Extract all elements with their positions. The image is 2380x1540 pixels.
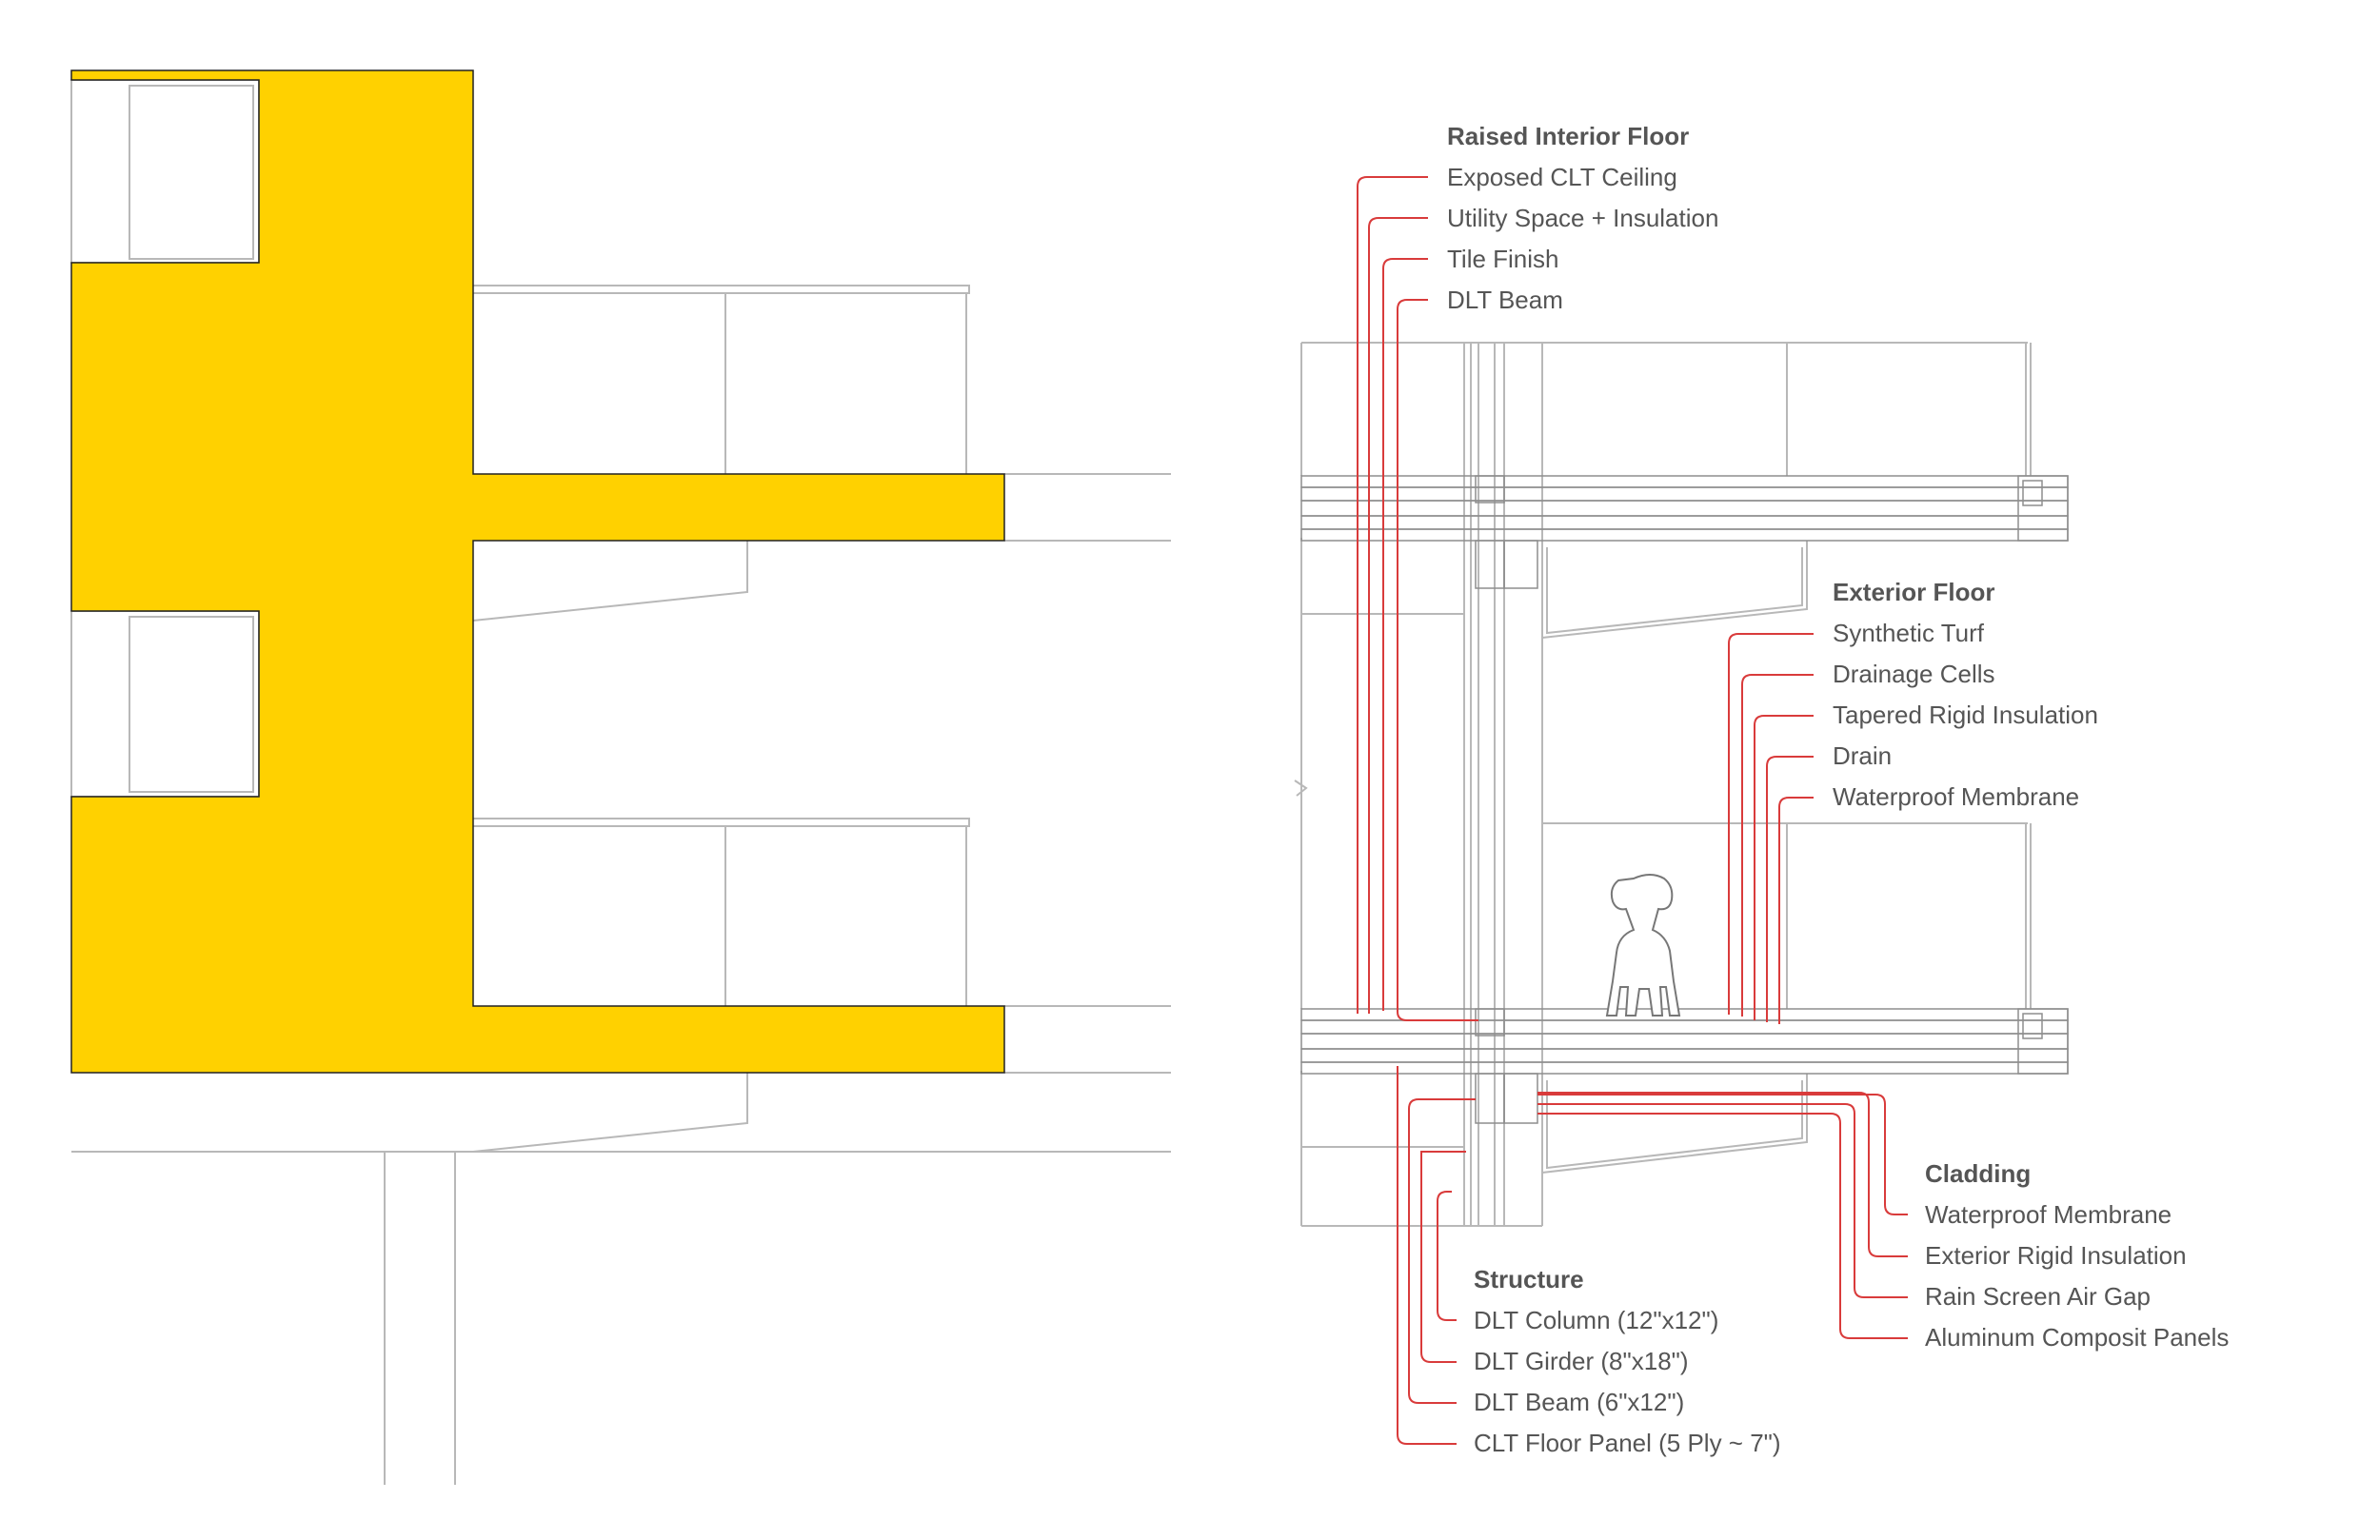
section-linework <box>1294 342 2032 1227</box>
yellow-facade-mass <box>70 69 1005 1074</box>
label-waterproof-membrane-cladding: Waterproof Membrane <box>1925 1200 2172 1229</box>
raised-interior-floor-heading: Raised Interior Floor <box>1447 122 1690 150</box>
raised-interior-floor-labels: Raised Interior Floor Exposed CLT Ceilin… <box>1447 116 1718 321</box>
exterior-floor-labels: Exterior Floor Synthetic Turf Drainage C… <box>1833 572 2098 818</box>
label-rain-screen-air-gap: Rain Screen Air Gap <box>1925 1282 2152 1311</box>
label-tapered-rigid-insulation: Tapered Rigid Insulation <box>1833 701 2098 729</box>
label-drainage-cells: Drainage Cells <box>1833 660 1995 688</box>
label-drain: Drain <box>1833 741 1893 770</box>
label-dlt-column: DLT Column (12"x12") <box>1474 1306 1719 1334</box>
label-aluminum-composit-panels: Aluminum Composit Panels <box>1925 1323 2230 1352</box>
leader-lines <box>1357 176 1908 1445</box>
structure-heading: Structure <box>1474 1265 1584 1293</box>
label-waterproof-membrane-floor: Waterproof Membrane <box>1833 782 2080 811</box>
label-tile-finish: Tile Finish <box>1447 245 1559 273</box>
elevation-diagram <box>70 69 1171 1485</box>
cladding-labels: Cladding Waterproof Membrane Exterior Ri… <box>1925 1154 2229 1358</box>
elevation-linework <box>70 79 1171 1485</box>
label-dlt-girder: DLT Girder (8"x18") <box>1474 1347 1689 1375</box>
dog-silhouette-icon <box>1605 874 1681 1017</box>
label-exposed-clt-ceiling: Exposed CLT Ceiling <box>1447 163 1677 191</box>
upper-slab <box>1300 475 2069 589</box>
label-synthetic-turf: Synthetic Turf <box>1833 619 1984 647</box>
lower-slab <box>1300 1008 2069 1124</box>
label-utility-space: Utility Space + Insulation <box>1447 204 1719 232</box>
label-clt-floor-panel: CLT Floor Panel (5 Ply ~ 7") <box>1474 1429 1781 1457</box>
structure-labels: Structure DLT Column (12"x12") DLT Girde… <box>1474 1259 1781 1464</box>
label-dlt-beam: DLT Beam <box>1447 286 1563 314</box>
label-dlt-beam-structure: DLT Beam (6"x12") <box>1474 1388 1685 1416</box>
cladding-heading: Cladding <box>1925 1159 2032 1188</box>
label-exterior-rigid-insulation: Exterior Rigid Insulation <box>1925 1241 2187 1270</box>
exterior-floor-heading: Exterior Floor <box>1833 578 1995 606</box>
